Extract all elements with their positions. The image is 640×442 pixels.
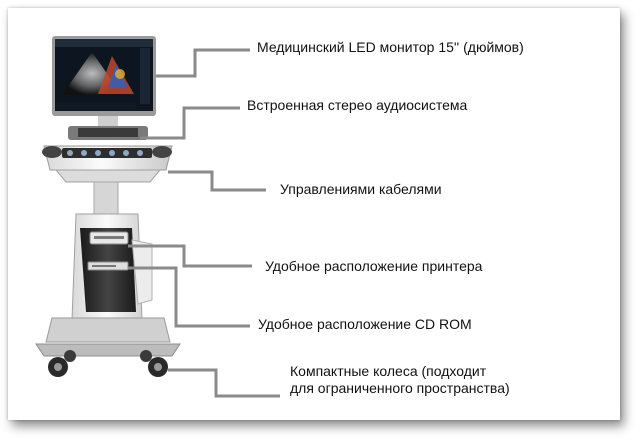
callout-cables: Управлениями кабелями	[280, 181, 442, 197]
leader-audio	[140, 106, 240, 140]
wheel-back-left	[64, 350, 76, 362]
leader-cables	[168, 170, 266, 192]
leader-lines	[128, 48, 280, 398]
control-panel	[42, 126, 173, 183]
callout-cdrom: Удобное расположение CD ROM	[258, 316, 472, 332]
callout-monitor: Медицинский LED монитор 15'' (дюймов)	[257, 39, 524, 55]
callout-printer: Удобное расположение принтера	[265, 258, 483, 274]
base	[35, 317, 181, 377]
leader-wheels	[168, 368, 280, 398]
callout-audio: Встроенная стерео аудиосистема	[247, 97, 468, 113]
support-column	[93, 181, 119, 217]
callout-wheels-line1: Компактные колеса (подходит	[290, 363, 487, 379]
monitor	[52, 36, 156, 128]
leader-printer	[128, 244, 252, 268]
probe-holder-right	[152, 146, 172, 158]
wheel-right	[148, 357, 168, 377]
wheel-back-right	[140, 350, 152, 362]
probe-holder-left	[42, 146, 62, 158]
callout-wheels-line2: для ограниченного пространства)	[290, 380, 510, 396]
main-body	[71, 213, 153, 333]
wheel-left	[48, 357, 68, 377]
leader-cdrom	[128, 266, 250, 328]
leader-monitor	[156, 48, 250, 78]
